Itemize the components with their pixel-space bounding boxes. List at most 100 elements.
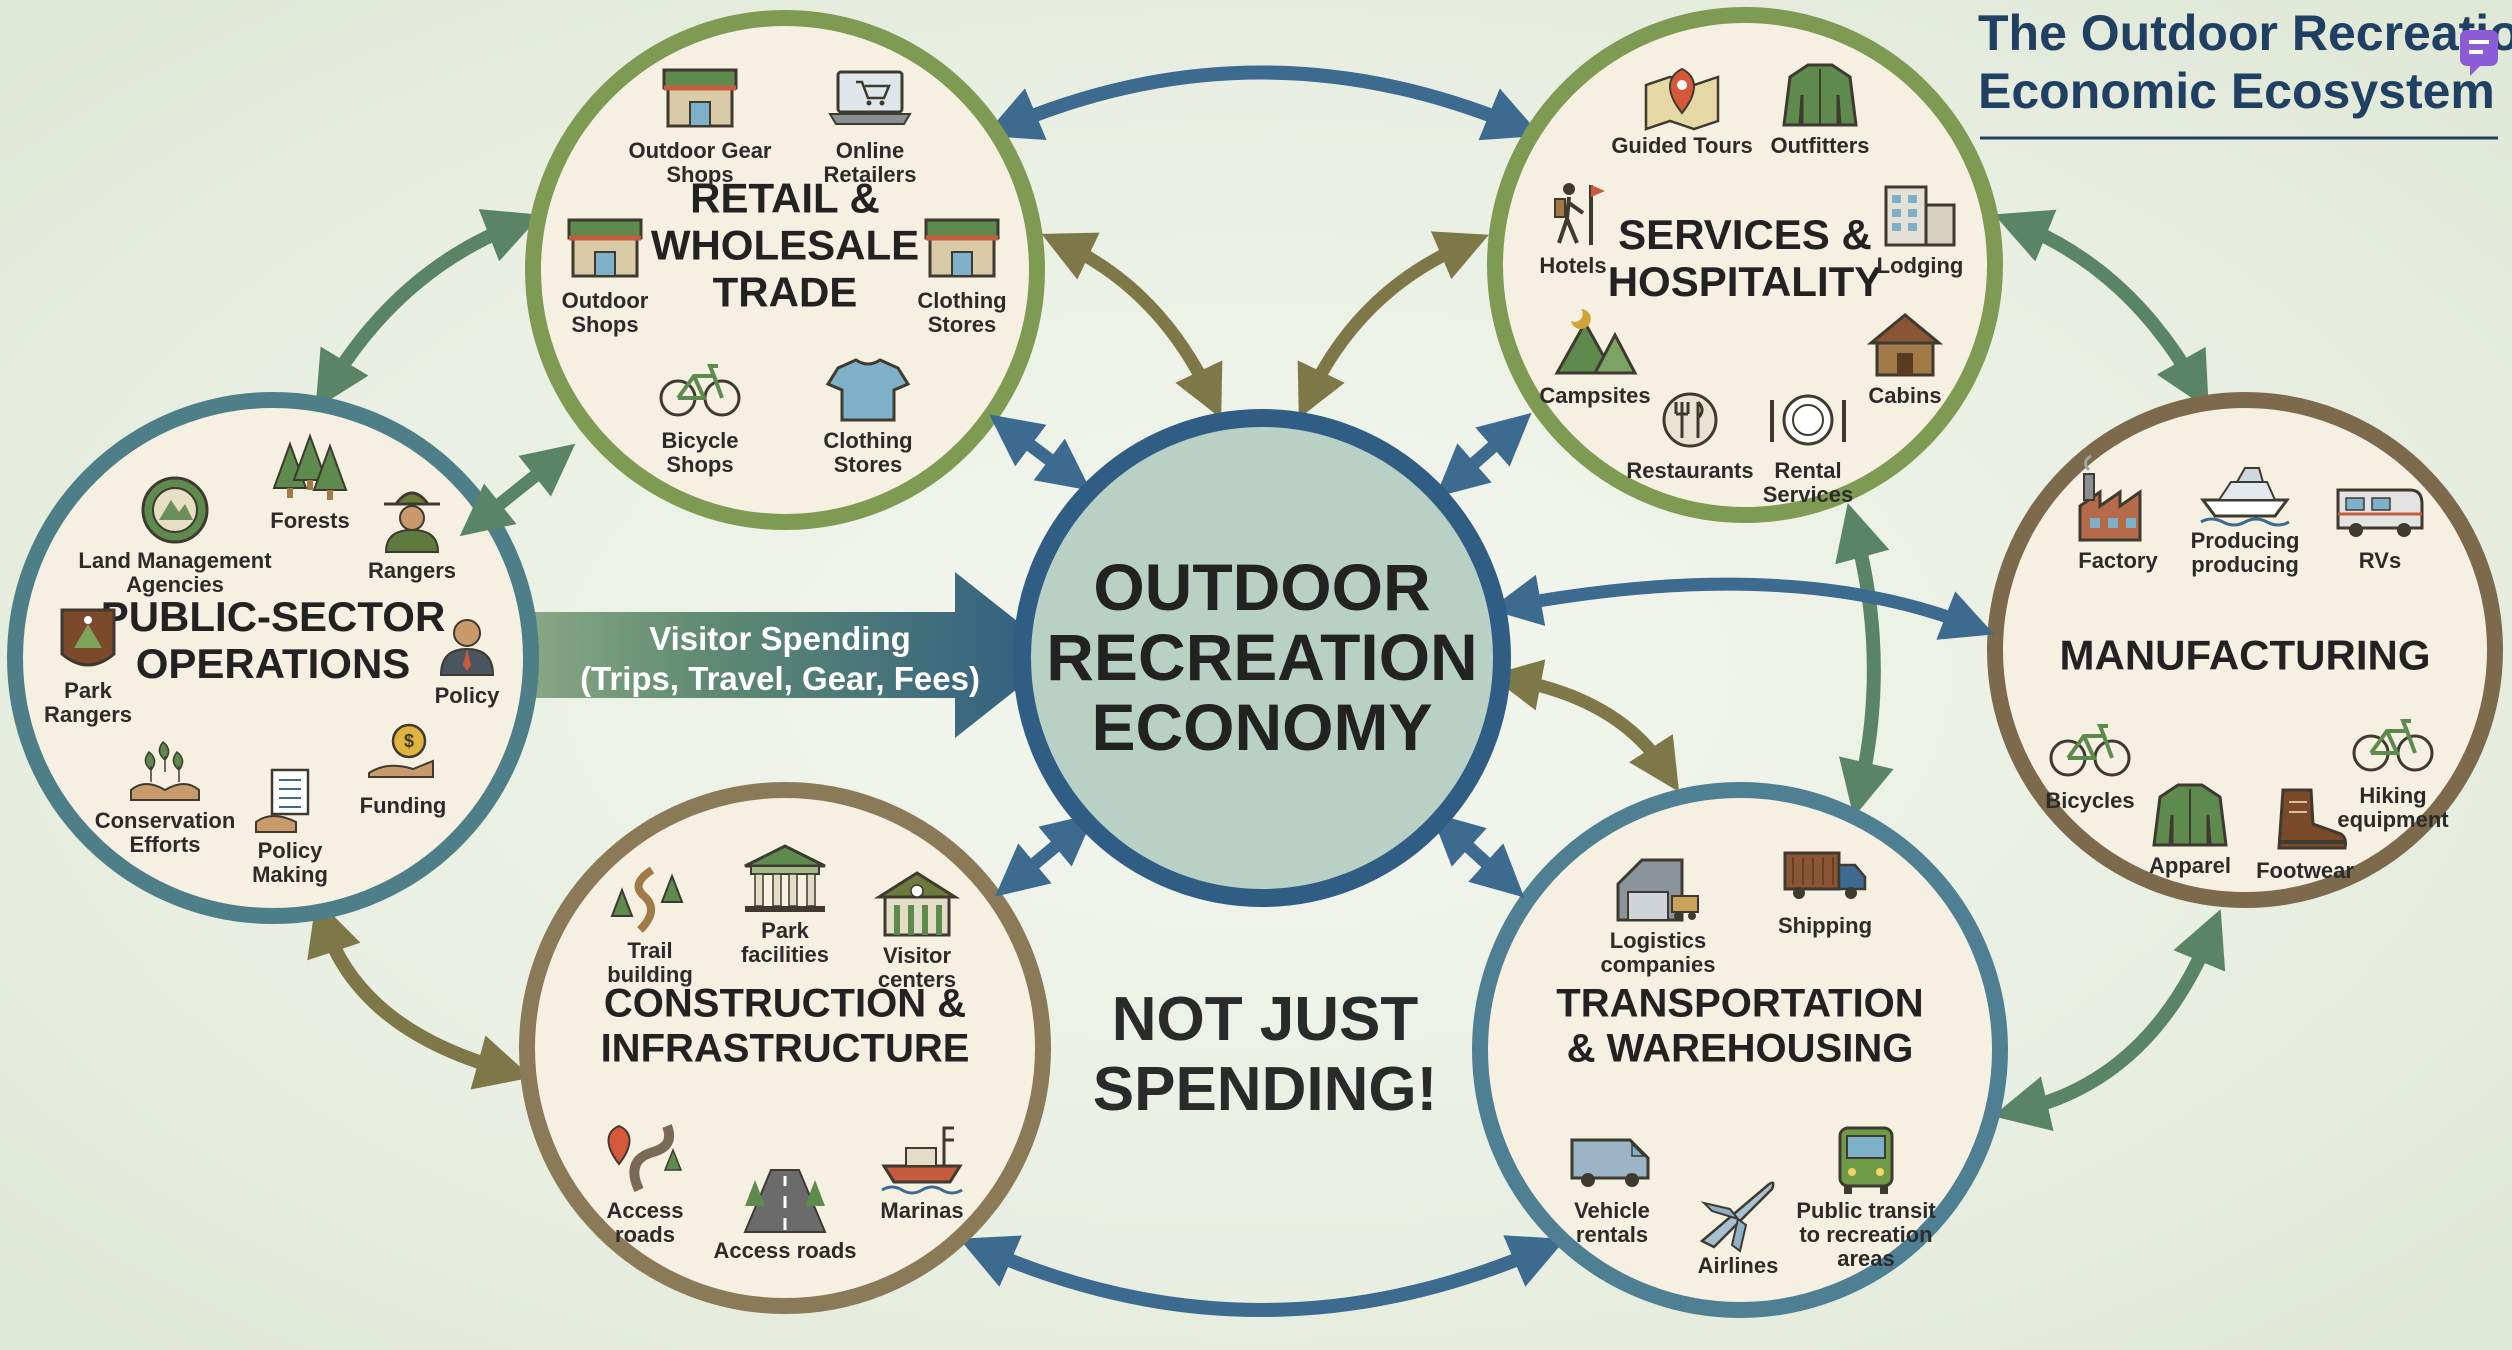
sector-title-transport-0: TRANSPORTATION	[1556, 982, 1923, 1026]
trail-icon	[610, 866, 684, 933]
sector-item-manufacturing-5: Apparel	[2149, 783, 2231, 878]
building-icon	[1884, 185, 1956, 247]
arrow-retail-hub-2	[989, 414, 1091, 491]
sector-item-label-retail-4-0: Bicycle	[661, 428, 738, 453]
map-road-icon	[607, 1124, 683, 1193]
arrow-services-transport	[1835, 502, 1894, 818]
sector-item-label-services-7-0: Rental	[1774, 458, 1841, 483]
bicycle-icon	[2352, 719, 2434, 772]
hub-circle: OUTDOOR RECREATION ECONOMY	[1013, 409, 1511, 907]
arrow-construction-transport	[959, 1235, 1566, 1317]
sector-item-label-services-2-0: Hotels	[1539, 253, 1606, 278]
sector-item-public-1: Forests	[270, 433, 350, 533]
arrow-services-hub-2	[1435, 412, 1532, 498]
sector-item-transport-3: Airlines	[1698, 1181, 1779, 1278]
sector-item-services-1: Outfitters	[1771, 63, 1870, 158]
sector-title-retail-2: TRADE	[713, 269, 858, 316]
sector-item-label-services-7-1: Services	[1763, 482, 1854, 507]
sector-item-construction-5: Access roads	[713, 1169, 857, 1263]
arrow-hub-transport-2	[1430, 812, 1525, 898]
hub-line-1: OUTDOOR	[1093, 550, 1430, 624]
sector-item-label-retail-2-1: Shops	[571, 312, 638, 337]
sector-title-construction-1: INFRASTRUCTURE	[601, 1026, 970, 1070]
sector-title-manufacturing-0: MANUFACTURING	[2060, 632, 2431, 679]
arrow-retail-services	[984, 65, 1541, 141]
sector-item-manufacturing-6: Footwear	[2256, 788, 2354, 883]
sector-item-label-retail-5-0: Clothing	[823, 428, 912, 453]
sector-item-manufacturing-2: RVs	[2336, 488, 2424, 573]
sector-title-retail-0: RETAIL &	[690, 175, 880, 222]
hub-line-3: ECONOMY	[1091, 690, 1432, 764]
ranger-icon	[384, 491, 440, 553]
sector-item-label-retail-0-1: Shops	[666, 162, 733, 187]
map-pin-icon	[1644, 67, 1720, 131]
sector-item-label-manufacturing-4-0: Hiking	[2359, 783, 2426, 808]
yacht-icon	[2200, 467, 2290, 527]
forest-icon	[272, 433, 348, 500]
sector-item-public-2: Rangers	[368, 491, 456, 583]
tshirt-icon	[825, 358, 911, 422]
sector-item-label-construction-3-1: roads	[615, 1222, 675, 1247]
sector-item-public-4: Policy	[435, 619, 500, 708]
arrow-public-construction	[307, 898, 532, 1090]
truck-icon	[1783, 851, 1867, 899]
sector-title-services-1: HOSPITALITY	[1608, 258, 1883, 305]
visitor-spending-arrow: Visitor Spending (Trips, Travel, Gear, F…	[520, 572, 1060, 738]
sector-item-label-public-3-0: Park	[64, 678, 112, 703]
arrow-hub-construction	[995, 813, 1095, 897]
sector-item-label-manufacturing-0-0: Factory	[2078, 548, 2158, 573]
storefront-icon	[662, 68, 738, 128]
bus-icon	[1838, 1126, 1894, 1194]
sector-item-label-services-5-0: Cabins	[1868, 383, 1941, 408]
sector-item-label-retail-3-1: Stores	[928, 312, 996, 337]
sector-item-label-transport-2-0: Vehicle	[1574, 1198, 1650, 1223]
sector-item-label-public-7-0: Funding	[360, 793, 447, 818]
sector-item-label-public-0-1: Agencies	[126, 572, 224, 597]
arrow-hub-manufacturing	[1489, 574, 1995, 640]
hiker-icon	[1554, 183, 1605, 245]
sector-item-manufacturing-0: Factory	[2078, 454, 2158, 573]
sector-ring-retail	[525, 10, 1045, 530]
chat-icon[interactable]	[2460, 30, 2498, 76]
coin-hand-icon: $	[368, 723, 434, 778]
plate-icon	[1770, 394, 1846, 446]
sector-item-label-construction-2-0: Visitor	[883, 943, 952, 968]
sector-title-construction-0: CONSTRUCTION &	[604, 982, 966, 1026]
arrow-services-hub-1	[1297, 231, 1489, 419]
sector-item-label-transport-4-2: areas	[1837, 1246, 1895, 1271]
sector-item-label-construction-1-0: Park	[761, 918, 809, 943]
sector-item-services-4: Campsites	[1539, 309, 1651, 408]
sector-item-label-services-1-0: Outfitters	[1771, 133, 1870, 158]
sector-item-label-public-0-0: Land Management	[78, 548, 272, 573]
sector-item-label-public-5-1: Efforts	[130, 832, 201, 857]
fork-knife-icon	[1662, 392, 1718, 448]
title-line-2: Economic Ecosystem	[1978, 63, 2495, 119]
sector-title-transport-1: & WAREHOUSING	[1567, 1026, 1914, 1070]
sector-item-label-retail-1-0: Online	[836, 138, 904, 163]
laptop-cart-icon	[828, 70, 912, 125]
storefront-icon	[924, 218, 1000, 278]
sector-item-label-public-6-0: Policy	[258, 838, 324, 863]
airplane-icon	[1699, 1181, 1775, 1253]
arrow-transport-manufacturing	[1992, 909, 2226, 1131]
sector-title-public-1: OPERATIONS	[136, 640, 411, 687]
sector-item-label-manufacturing-4-1: equipment	[2337, 807, 2449, 832]
sector-item-label-transport-4-0: Public transit	[1796, 1198, 1936, 1223]
bicycle-icon	[659, 364, 741, 417]
sector-item-label-transport-3-0: Airlines	[1698, 1253, 1779, 1278]
sector-item-label-manufacturing-2-0: RVs	[2359, 548, 2401, 573]
